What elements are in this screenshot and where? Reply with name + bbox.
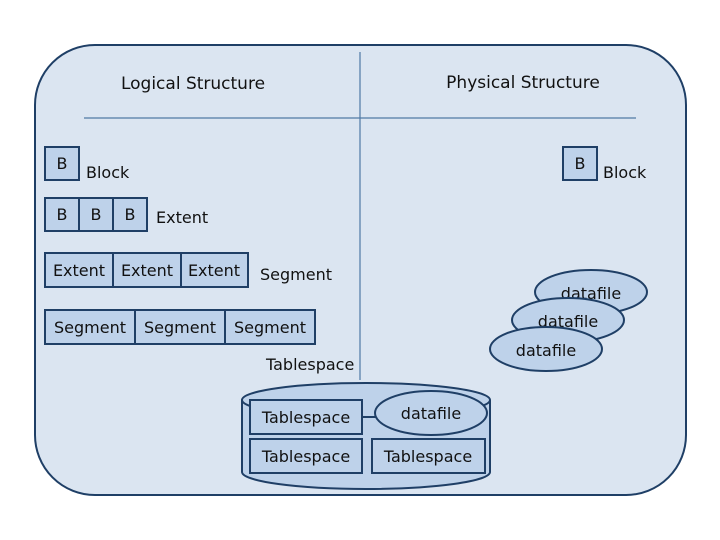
- extent-cell-3: B: [125, 205, 136, 224]
- db-tablespace-label-3: Tablespace: [383, 447, 472, 466]
- logical-segment-label: Segment: [260, 265, 332, 284]
- segment-cell-1: Extent: [53, 261, 105, 280]
- logical-extent-label: Extent: [156, 208, 208, 227]
- logical-block: B: [44, 146, 80, 181]
- datafile-ellipse-3: [489, 326, 603, 372]
- database-tablespace-1: Tablespace: [249, 399, 363, 435]
- logical-structure-header: Logical Structure: [121, 74, 265, 94]
- tablespace-cell-2: Segment: [144, 318, 216, 337]
- extent-cell-2: B: [91, 205, 102, 224]
- physical-block: B: [562, 146, 598, 181]
- database-tablespace-3: Tablespace: [371, 438, 486, 474]
- tablespace-cell-1: Segment: [54, 318, 126, 337]
- logical-segment: Extent Extent Extent: [44, 252, 249, 288]
- block-cell-text: B: [57, 154, 68, 173]
- extent-cell-1: B: [57, 205, 68, 224]
- logical-extent: B B B: [44, 197, 148, 232]
- physical-structure-header: Physical Structure: [446, 73, 600, 93]
- db-datafile-label: datafile: [401, 404, 461, 423]
- logical-tablespace-label: Tablespace: [265, 355, 354, 374]
- segment-cell-3: Extent: [188, 261, 240, 280]
- datafile-label-3: datafile: [516, 341, 576, 360]
- database-datafile: datafile: [374, 390, 488, 436]
- logical-tablespace-row: Segment Segment Segment: [44, 309, 316, 345]
- physical-block-label: Block: [603, 163, 647, 182]
- segment-cell-2: Extent: [121, 261, 173, 280]
- db-tablespace-label-2: Tablespace: [261, 447, 350, 466]
- db-tablespace-label-1: Tablespace: [261, 408, 350, 427]
- physical-block-cell: B: [575, 154, 586, 173]
- tablespace-cell-3: Segment: [234, 318, 306, 337]
- database-tablespace-2: Tablespace: [249, 438, 363, 474]
- logical-block-label: Block: [86, 163, 130, 182]
- physical-datafiles: datafile datafile datafile: [489, 269, 648, 372]
